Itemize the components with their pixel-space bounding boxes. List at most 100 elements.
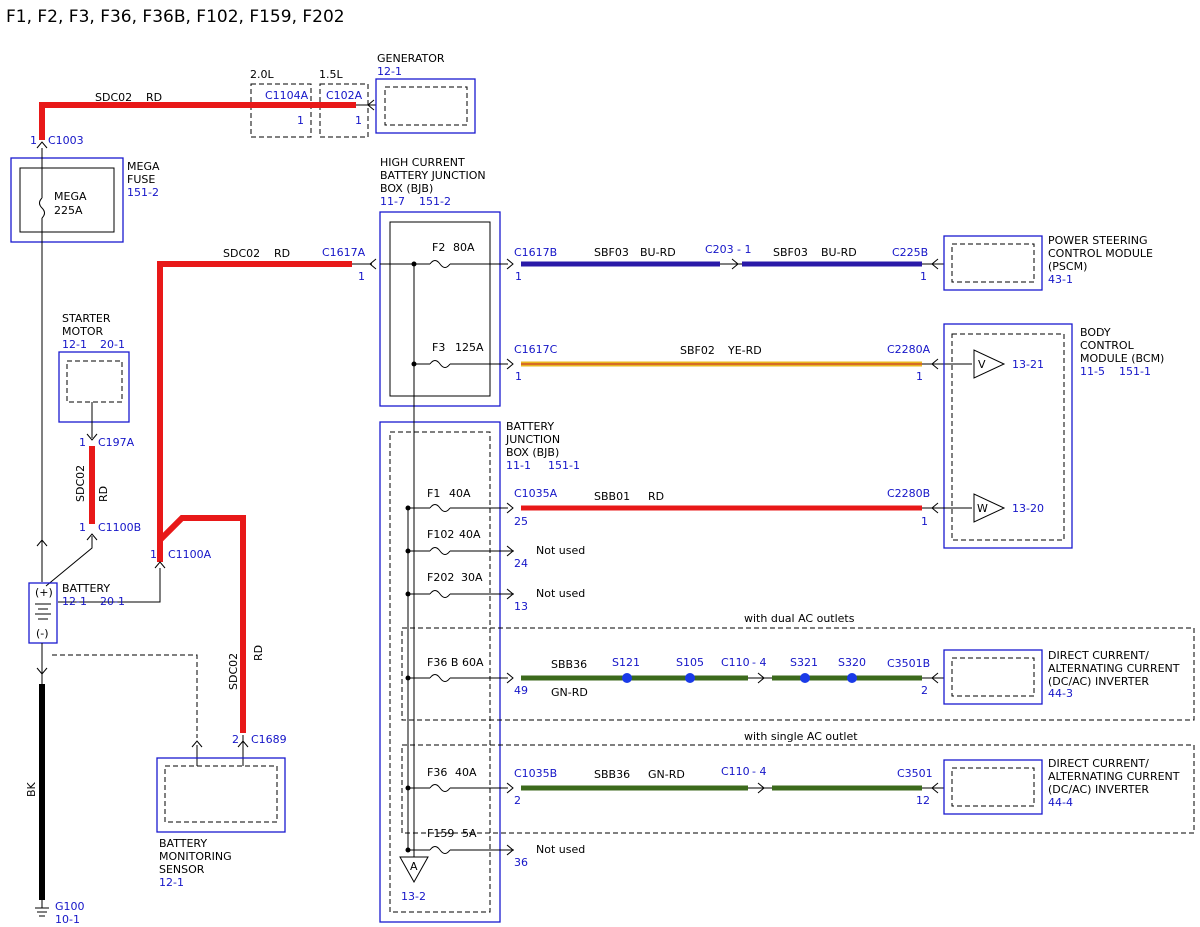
variant-2-0l: 2.0L	[250, 68, 274, 81]
fuse-row-f159: F159 5A	[408, 827, 514, 854]
pscm-box	[943, 235, 1043, 291]
dual-ac-option-box	[401, 627, 1195, 721]
f1-color: RD	[648, 490, 664, 503]
megafuse-name-1: MEGA	[127, 160, 160, 173]
pscm-ref: 43-1	[1048, 273, 1073, 286]
variant-1-5l: 1.5L	[319, 68, 343, 81]
connector-arrow-c3501	[931, 782, 939, 794]
dual-ac-label: with dual AC outlets	[744, 612, 855, 625]
pin-c1003: 1	[30, 134, 37, 147]
bjb-ref2: 151-1	[548, 459, 580, 472]
battery-neg: (-)	[36, 627, 49, 640]
battery-ref1: 12-1	[62, 595, 87, 608]
pin-c110-single: - 4	[752, 765, 766, 778]
f1-circuit: SBB01	[594, 490, 630, 503]
connector-arrow-f102	[506, 545, 514, 557]
pscm-name-1: POWER STEERING	[1048, 234, 1148, 247]
connector-arrow-c2280a	[931, 358, 939, 370]
battery-box	[28, 582, 58, 644]
conn-c110-dual: C110	[721, 656, 750, 669]
splice-s320-label: S320	[838, 656, 866, 669]
pin-c1104a: 1	[297, 114, 304, 127]
single-color: GN-RD	[648, 768, 685, 781]
inverter1-ref: 44-3	[1048, 687, 1073, 700]
conn-c3501: C3501	[897, 767, 933, 780]
conn-c102a: C102A	[326, 89, 363, 102]
pscm-color2: BU-RD	[821, 246, 857, 259]
bcm-ref1: 11-5	[1080, 365, 1105, 378]
conn-c1100b: C1100B	[98, 521, 141, 534]
wire-top-color: RD	[146, 91, 162, 104]
generator-inner	[384, 86, 468, 126]
pin-c110-dual: - 4	[752, 656, 766, 669]
pin-c1617b: 1	[515, 270, 522, 283]
connector-arrow-f159	[506, 844, 514, 856]
generator-ref: 12-1	[377, 65, 402, 78]
pin-f202: 13	[514, 600, 528, 613]
connector-arrow-c1035a	[506, 502, 514, 514]
splice-s105-label: S105	[676, 656, 704, 669]
connector-arrow-f202	[506, 588, 514, 600]
connector-arrow-c102a	[367, 99, 375, 111]
starter-ref1: 12-1	[62, 338, 87, 351]
hcbjb-name-1: HIGH CURRENT	[380, 156, 465, 169]
connector-arrow-c110-dual	[757, 672, 765, 684]
conn-c1035a: C1035A	[514, 487, 558, 500]
inverter2-name-1: DIRECT CURRENT/	[1048, 757, 1149, 770]
hcbjb-ref1: 11-7	[380, 195, 405, 208]
bcm-w-ref: 13-20	[1012, 502, 1044, 515]
bjb-name-3: BOX (BJB)	[506, 446, 559, 459]
megafuse-label2: 225A	[54, 204, 83, 217]
conn-c225b: C225B	[892, 246, 928, 259]
splice-s121	[622, 673, 632, 683]
pin-c2280a: 1	[916, 370, 923, 383]
inverter2-name-2: ALTERNATING CURRENT	[1048, 770, 1180, 783]
pscm-name-2: CONTROL MODULE	[1048, 247, 1153, 260]
bcm-v-ref: 13-21	[1012, 358, 1044, 371]
inverter2-name-3: (DC/AC) INVERTER	[1048, 783, 1149, 796]
wire-sdc02-top	[39, 102, 356, 140]
ground-color: BK	[25, 781, 38, 797]
dual-color: GN-RD	[551, 686, 588, 699]
inverter1-name-1: DIRECT CURRENT/	[1048, 649, 1149, 662]
fuse-f36b-icon	[429, 674, 451, 682]
bms-color: RD	[252, 645, 265, 661]
pin-c197a: 1	[79, 436, 86, 449]
bjb-inner	[389, 431, 491, 913]
bcm-inner	[951, 333, 1065, 541]
wire-sdc02-bjb	[157, 261, 352, 558]
variant-1-5l-box	[319, 83, 369, 138]
splice-s321	[800, 673, 810, 683]
hcbjb-ref2: 151-2	[419, 195, 451, 208]
fuse-f1-name: F1	[427, 487, 440, 500]
bjb-box	[379, 421, 501, 923]
pin-c1035a: 25	[514, 515, 528, 528]
battery-pos: (+)	[35, 586, 53, 599]
pin-c1617c: 1	[515, 370, 522, 383]
conn-c1617a: C1617A	[322, 246, 366, 259]
fuse-f36-icon	[429, 784, 451, 792]
splice-s105	[685, 673, 695, 683]
fuse-f1-icon	[429, 504, 451, 512]
connector-arrow-c2280b	[931, 502, 939, 514]
fuse-f36-name: F36	[427, 766, 447, 779]
bms-circuit: SDC02	[227, 653, 240, 690]
pin-c1617a: 1	[358, 270, 365, 283]
starter-inner	[66, 360, 123, 403]
connector-arrow-c1617b	[506, 258, 514, 270]
inverter1-name-2: ALTERNATING CURRENT	[1048, 662, 1180, 675]
inverter2-box	[943, 759, 1043, 815]
pin-c1100a: 1	[150, 548, 157, 561]
bcm-name-3: MODULE (BCM)	[1080, 352, 1164, 365]
conn-c2280a: C2280A	[887, 343, 931, 356]
conn-c203: C203	[705, 243, 734, 256]
connector-arrow-c1003	[36, 141, 48, 149]
fuse-f36b-amp: 60A	[462, 656, 484, 669]
splice-s320	[847, 673, 857, 683]
hcbjb-inner	[389, 221, 491, 397]
bms-name-2: MONITORING	[159, 850, 232, 863]
megafuse-box	[10, 157, 124, 243]
fuse-f2-name: F2	[432, 241, 445, 254]
single-ac-label: with single AC outlet	[744, 730, 858, 743]
pin-c1035b: 2	[514, 794, 521, 807]
